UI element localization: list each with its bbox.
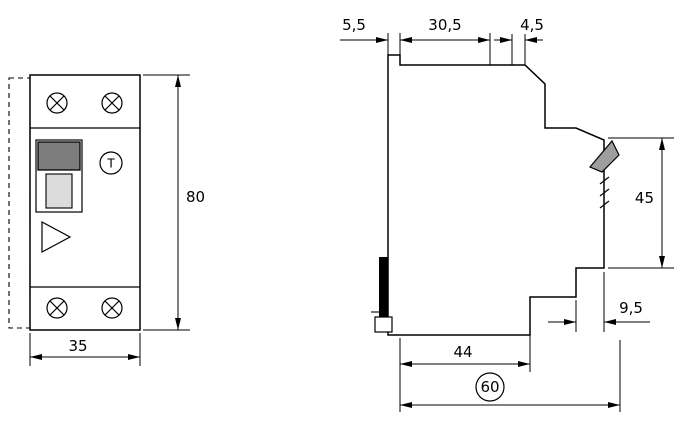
screw-terminal-icon bbox=[46, 92, 68, 114]
screw-circle bbox=[101, 92, 123, 114]
test-button: T bbox=[99, 151, 123, 175]
screw-circle bbox=[46, 297, 68, 319]
clip-spring bbox=[379, 257, 388, 317]
terminal-screw-mark bbox=[599, 200, 610, 209]
dim-front-height: 80 bbox=[143, 74, 205, 331]
screw-terminal-icon bbox=[46, 297, 68, 319]
screw-circle bbox=[101, 297, 123, 319]
toggle-switch bbox=[35, 139, 83, 213]
switch-handle bbox=[37, 141, 81, 171]
device-body-side-profile bbox=[387, 54, 605, 336]
dim-side-step: 9,5 bbox=[548, 272, 650, 332]
dim-side-overall-depth: 60 bbox=[400, 340, 621, 412]
din-rail-clip bbox=[371, 257, 393, 333]
hidden-outline-dashed bbox=[8, 77, 31, 329]
switch-frame bbox=[35, 139, 83, 213]
dim-label-80: 80 bbox=[186, 188, 205, 206]
terminal-screw-mark bbox=[599, 176, 610, 185]
screw-terminal-icon bbox=[101, 297, 123, 319]
dim-label-5-5: 5,5 bbox=[342, 16, 366, 34]
test-button-label: T bbox=[106, 157, 115, 171]
terminal-clamp-icon bbox=[589, 139, 620, 173]
dim-side-front-height: 45 bbox=[608, 137, 674, 269]
test-button-circle bbox=[99, 151, 123, 175]
dim-label-35: 35 bbox=[68, 337, 87, 355]
dim-label-30-5: 30,5 bbox=[428, 16, 461, 34]
rcd-flag-icon bbox=[41, 220, 72, 254]
dim-side-top: 5,5 30,5 4,5 bbox=[340, 16, 544, 65]
side-view: 5,5 30,5 4,5 45 9,5 44 bbox=[340, 16, 674, 412]
dim-front-width: 35 bbox=[29, 333, 141, 366]
dim-label-44: 44 bbox=[453, 343, 472, 361]
terminal-screw-mark bbox=[599, 188, 610, 197]
dim-label-60: 60 bbox=[480, 378, 499, 396]
dim-circle-60 bbox=[475, 372, 505, 402]
screw-terminal-icon bbox=[101, 92, 123, 114]
dim-label-9-5: 9,5 bbox=[619, 299, 643, 317]
dim-side-base-depth: 44 bbox=[399, 300, 531, 412]
clip-foot bbox=[374, 316, 393, 333]
switch-slot bbox=[45, 173, 73, 209]
front-view: T 80 35 bbox=[8, 74, 205, 366]
dim-label-4-5: 4,5 bbox=[520, 16, 544, 34]
dim-label-45: 45 bbox=[635, 189, 654, 207]
screw-circle bbox=[46, 92, 68, 114]
